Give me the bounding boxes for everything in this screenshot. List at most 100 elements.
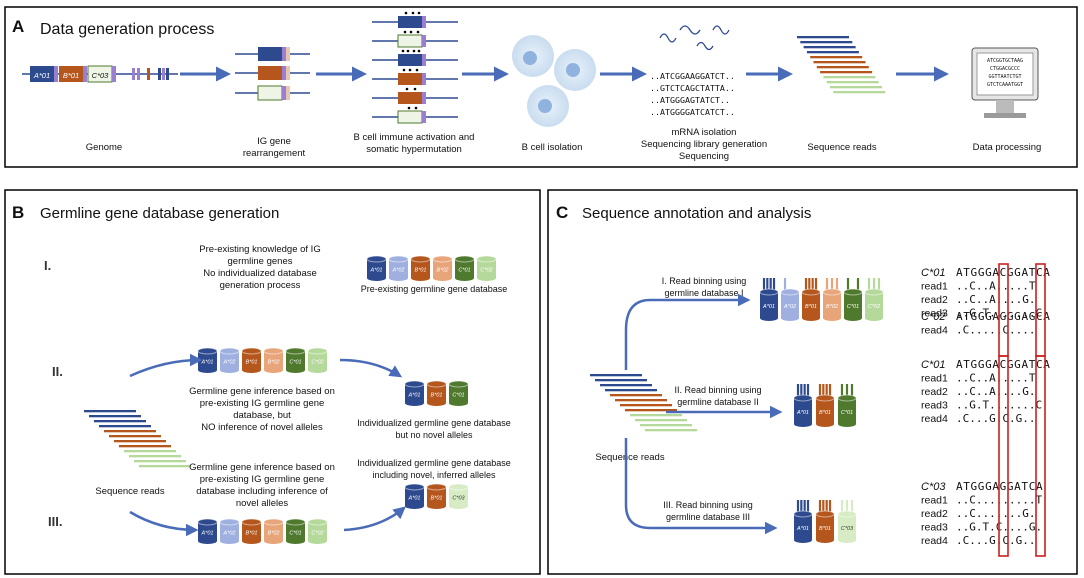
- cylinder-top: [197, 518, 218, 526]
- cylinder-label: B*02: [268, 531, 280, 537]
- cylinder-top: [366, 255, 387, 263]
- arrow-c1: [624, 293, 751, 370]
- label-bcell-1: B cell immune activation and: [354, 132, 475, 143]
- cylinder-label: A*01: [201, 531, 214, 537]
- sequence-read-bar: [590, 374, 642, 377]
- cylinder-top: [241, 518, 262, 526]
- cylinder-label: B*01: [819, 526, 831, 532]
- cylinder-label: C*01: [847, 304, 859, 310]
- cylinder-bottom: [794, 537, 812, 543]
- text-ii-2: pre-existing IG germline gene: [200, 398, 325, 409]
- read-name: read4: [921, 413, 948, 425]
- cylinder-label: C*01: [289, 531, 301, 537]
- cylinder-label: C*02: [868, 304, 880, 310]
- text-ii-1: Germline gene inference based on: [189, 386, 335, 397]
- rearrangement-diagram: [235, 47, 310, 101]
- genome-label-b: B*01: [63, 71, 79, 80]
- allele-name: C*01: [921, 267, 945, 279]
- bin2-line1: II. Read binning using: [674, 385, 761, 395]
- cylinder-label: C*02: [311, 360, 323, 366]
- sequence-read-bar: [129, 455, 181, 458]
- database-cylinder: [264, 351, 283, 370]
- sequence-read-bar: [114, 440, 166, 443]
- panel-b-frame: [4, 189, 541, 575]
- cylinder-top: [219, 347, 240, 355]
- sequence-read-bar: [800, 41, 853, 44]
- sequence-read-bar: [84, 410, 136, 413]
- text-ii-3: database, but: [233, 410, 291, 421]
- database-cylinder: [308, 351, 327, 370]
- bin3-line2: germline database III: [666, 512, 750, 522]
- panel-a-title: Data generation process: [40, 21, 214, 38]
- cylinder-bottom: [308, 367, 327, 373]
- cylinder-bottom: [844, 315, 862, 321]
- text-i-4: generation process: [220, 280, 301, 291]
- database-cylinder: [477, 259, 496, 278]
- label-rearr-2: rearrangement: [243, 148, 306, 159]
- cylinder-top: [864, 288, 884, 296]
- cylinder-label: B*02: [437, 268, 449, 274]
- cylinder-bottom: [455, 275, 474, 281]
- label-mrna-2: Sequencing library generation: [641, 139, 767, 150]
- mrna-seq-2: ..GTCTCAGCTATTA..: [650, 83, 735, 93]
- cylinder-top: [219, 518, 240, 526]
- cylinder-bottom: [838, 537, 856, 543]
- b-cells: [512, 35, 596, 127]
- sequence-read-bar: [640, 424, 692, 427]
- cylinder-label: A*01: [796, 410, 809, 416]
- label-reads: Sequence reads: [807, 142, 876, 153]
- read-name: read2: [921, 294, 948, 306]
- cylinder-top: [404, 380, 425, 388]
- mrna-squiggles: [659, 25, 730, 51]
- database-cylinder: [838, 398, 856, 424]
- label-rearr-1: IG gene: [257, 136, 291, 147]
- cylinder-label: B*01: [431, 496, 443, 502]
- cylinder-top: [263, 518, 284, 526]
- cylinder-top: [285, 347, 306, 355]
- cylinder-top: [197, 347, 218, 355]
- database-cylinder: [455, 259, 474, 278]
- text-iii-2: pre-existing IG germline gene: [200, 474, 325, 485]
- cylinder-bottom: [449, 400, 468, 406]
- sequence-read-bar: [803, 46, 856, 49]
- hypermutation-diagram: [372, 11, 458, 124]
- bin1-line1: I. Read binning using: [662, 276, 747, 286]
- text-iii-4: novel alleles: [236, 498, 289, 509]
- database-cylinder: [449, 487, 468, 506]
- sequence-read-bar: [139, 465, 191, 468]
- cylinder-bottom: [242, 538, 261, 544]
- allele-sequence: ATGGGAGGGAGCA: [956, 310, 1050, 323]
- bin2-line2: germline database II: [677, 397, 759, 407]
- cylinder-label: C*01: [452, 393, 464, 399]
- reads-stack-c: [590, 374, 697, 432]
- database-cylinder: [389, 259, 408, 278]
- cylinder-bottom: [286, 538, 305, 544]
- cylinder-top: [307, 518, 328, 526]
- cylinder-top: [241, 347, 262, 355]
- panel-b-letter: B: [12, 203, 24, 222]
- cylinder-label: C*02: [480, 268, 492, 274]
- cylinder-top: [454, 255, 475, 263]
- sequence-read-bar: [119, 445, 171, 448]
- cylinder-bottom: [405, 503, 424, 509]
- read-name: read1: [921, 281, 948, 293]
- caption-ii-1: Individualized germline gene database: [357, 418, 511, 428]
- read-name: read4: [921, 535, 948, 547]
- monitor-line-4: GTCTCAAATGGT: [987, 82, 1023, 88]
- text-i-1: Pre-existing knowledge of IG: [199, 244, 320, 255]
- sequence-read-bar: [124, 450, 176, 453]
- database-cylinder: [794, 514, 812, 540]
- read-sequence: .C...G.C.G..: [956, 534, 1035, 547]
- sequence-read-bar: [806, 51, 859, 54]
- database-cylinder: [838, 514, 856, 540]
- cylinder-label: B*01: [415, 268, 427, 274]
- sequence-read-bar: [797, 36, 849, 39]
- cylinder-label: C*02: [311, 531, 323, 537]
- cylinder-top: [426, 483, 447, 491]
- cylinder-bottom: [220, 538, 239, 544]
- cylinder-top: [837, 394, 857, 402]
- label-mrna-1: mRNA isolation: [672, 127, 737, 138]
